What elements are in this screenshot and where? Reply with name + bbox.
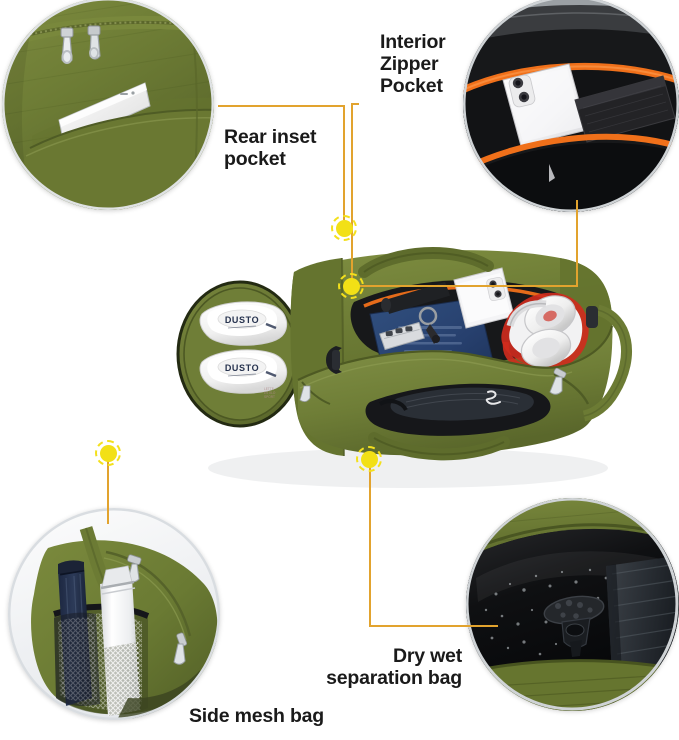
connector-line-interior-zip-right-vertical	[576, 200, 578, 286]
inset-photo-interior-zipper-pocket	[463, 0, 679, 212]
hotspot-rear-inset-pocket[interactable]	[331, 215, 357, 241]
inset-photo-side-mesh-bag	[8, 508, 220, 720]
connector-line-rear-inset-horizontal	[218, 105, 345, 107]
svg-text:SPORT: SPORT	[264, 395, 275, 399]
connector-line-side-mesh-vertical	[107, 452, 109, 524]
svg-text:ESTILO: ESTILO	[264, 391, 276, 395]
hotspot-side-mesh-bag[interactable]	[95, 440, 121, 466]
callout-label-interior-zipper-pocket: Interior Zipper Pocket	[380, 31, 446, 97]
inset-photo-rear-inset-pocket	[2, 0, 214, 210]
connector-line-dry-wet-horizontal	[369, 625, 498, 627]
svg-text:LETTE: LETTE	[264, 387, 274, 391]
connector-line-dry-wet-vertical	[369, 459, 371, 627]
connector-line-rear-inset-vertical	[343, 105, 345, 220]
hotspot-dry-wet-separation-bag[interactable]	[356, 446, 382, 472]
main-product-photo: DUSTO DUSTO LETTE ESTILO SPORT	[158, 206, 638, 496]
callout-label-dry-wet-separation-bag: Dry wet separation bag	[326, 645, 462, 689]
connector-line-interior-zip-stub	[351, 103, 359, 105]
callout-label-side-mesh-bag: Side mesh bag	[189, 705, 325, 727]
callout-label-rear-inset-pocket: Rear inset pocket	[224, 126, 317, 170]
connector-line-interior-zip-vertical	[351, 103, 353, 286]
svg-text:DUSTO: DUSTO	[225, 363, 259, 373]
inset-photo-dry-wet-separation-bag	[466, 498, 679, 711]
hotspot-interior-zipper-pocket[interactable]	[338, 273, 364, 299]
svg-text:DUSTO: DUSTO	[225, 315, 259, 325]
connector-line-interior-zip-horizontal	[356, 285, 578, 287]
